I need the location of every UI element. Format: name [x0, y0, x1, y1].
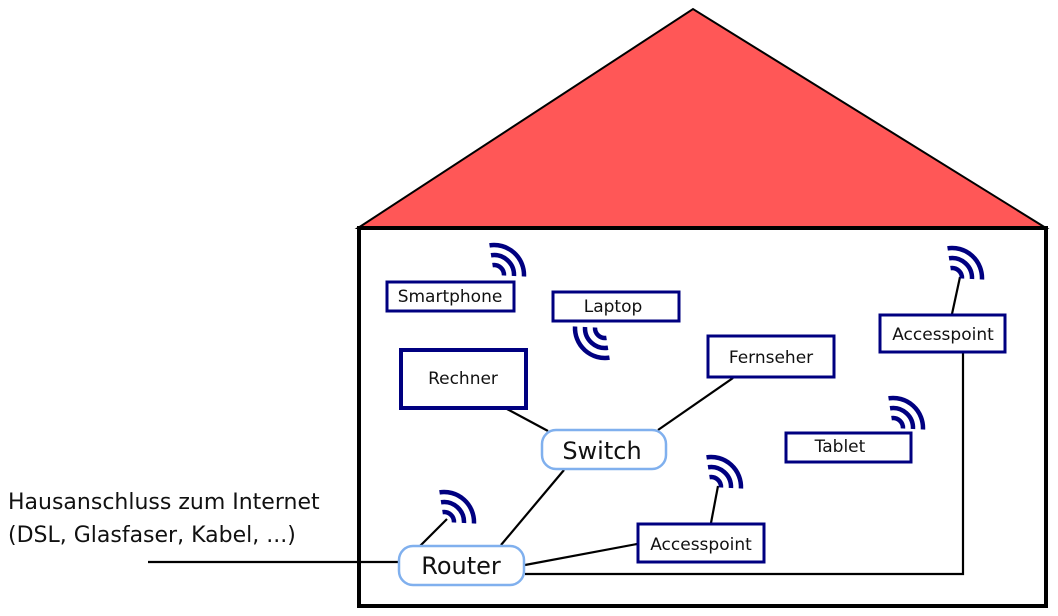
wire-switch-fernseher — [657, 377, 734, 431]
wifi-arc — [709, 474, 724, 488]
wifi-arc — [572, 326, 610, 361]
device-label: Smartphone — [398, 287, 503, 307]
wifi-arc — [440, 499, 467, 524]
wifi-icon-smartphone — [489, 242, 527, 277]
wifi-arc — [489, 242, 527, 277]
device-fernseher[interactable]: Fernseher — [706, 334, 836, 379]
node-label: Router — [421, 552, 501, 580]
wifi-arc — [706, 454, 744, 489]
wire-accesspoint-bottom-antenna — [709, 485, 720, 524]
device-label: Tablet — [814, 437, 866, 457]
device-accesspoint-top[interactable]: Accesspoint — [878, 313, 1007, 354]
wire-router-accesspoint-bottom — [524, 542, 638, 567]
wire-switch-rechner — [506, 408, 549, 432]
wire-router-accesspoint-top — [525, 353, 965, 576]
device-label: Accesspoint — [892, 325, 994, 345]
house-roof — [354, 7, 1050, 229]
wire-router-antenna — [419, 518, 448, 547]
wifi-arc — [891, 415, 906, 429]
wifi-icon-accesspoint-top — [947, 245, 985, 280]
wifi-arc — [490, 252, 517, 277]
device-label: Accesspoint — [650, 535, 752, 555]
device-label: Rechner — [428, 369, 498, 389]
device-accesspoint-bottom[interactable]: Accesspoint — [636, 522, 766, 564]
wifi-arc — [889, 405, 916, 430]
device-tablet[interactable]: Tablet — [784, 431, 913, 464]
wire-accesspoint-top-antenna — [950, 276, 962, 315]
wifi-arc — [888, 395, 926, 430]
wifi-arc — [947, 245, 985, 280]
wifi-icon-tablet — [888, 395, 926, 430]
node-router[interactable]: Router — [397, 544, 526, 587]
wifi-arc — [582, 326, 609, 351]
wifi-arc — [592, 327, 607, 341]
wifi-icon-laptop — [572, 326, 610, 361]
wifi-arc — [707, 464, 734, 489]
device-laptop[interactable]: Laptop — [551, 290, 681, 323]
wire-router-switch — [500, 469, 565, 546]
device-label: Laptop — [584, 297, 643, 317]
external-connection-label-line2: (DSL, Glasfaser, Kabel, ...) — [8, 523, 296, 548]
wifi-arc — [439, 489, 477, 524]
device-rechner[interactable]: Rechner — [399, 348, 528, 410]
node-switch[interactable]: Switch — [540, 428, 668, 471]
wifi-arc — [948, 255, 975, 280]
device-label: Fernseher — [729, 348, 813, 368]
wifi-arc — [950, 265, 965, 279]
device-smartphone[interactable]: Smartphone — [385, 280, 516, 313]
wifi-arc — [492, 262, 507, 276]
wifi-icon-accesspoint-bottom — [706, 454, 744, 489]
wifi-arc — [442, 509, 457, 523]
external-connection-label-line1: Hausanschluss zum Internet — [8, 490, 320, 515]
node-label: Switch — [562, 437, 641, 465]
wifi-icon-router — [439, 489, 477, 524]
